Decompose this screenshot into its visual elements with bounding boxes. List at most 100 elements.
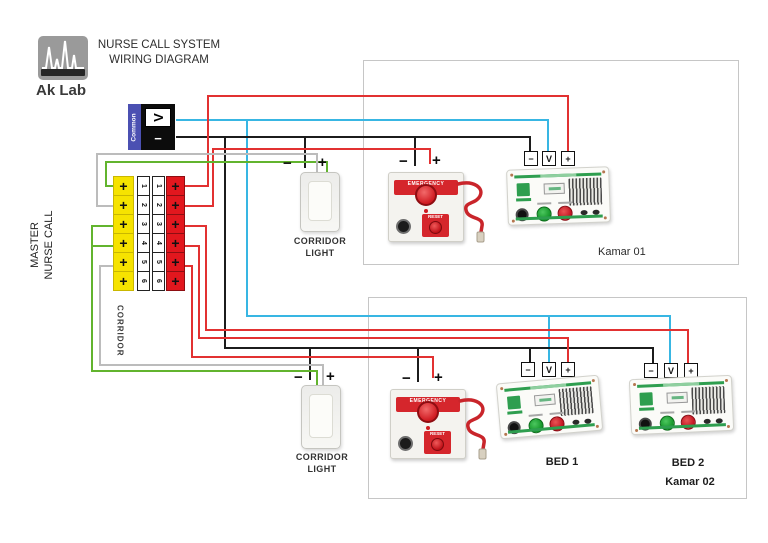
- terminal-cell-plus: +: [113, 176, 134, 196]
- aklab-logo-text: [639, 407, 655, 411]
- wire-red: [198, 337, 569, 339]
- minus-glyph: −: [154, 130, 162, 146]
- emergency-button: [415, 184, 437, 206]
- plus-sign: +: [326, 368, 335, 385]
- wire-gray: [96, 205, 114, 207]
- terminal-cell-plus: +: [166, 233, 185, 253]
- master-label-line2: NURSE CALL: [42, 210, 55, 280]
- wire-blue: [548, 315, 550, 363]
- wire-black: [414, 136, 416, 166]
- wire-red: [205, 329, 689, 331]
- terminal-number: 2: [152, 195, 165, 215]
- panel-model-text: [548, 186, 561, 191]
- aklab-logo: [38, 36, 88, 85]
- indicator-led: [424, 209, 428, 213]
- terminal-number: 4: [152, 233, 165, 253]
- terminal-cell-plus: +: [166, 252, 185, 272]
- wire-gray: [316, 153, 318, 173]
- wire-gray: [99, 265, 114, 267]
- wire-red: [207, 95, 569, 97]
- wire-blue: [246, 315, 671, 317]
- nurse-call-panel-bed1: [495, 374, 604, 440]
- light-lens: [308, 181, 332, 221]
- wire-green: [105, 185, 115, 187]
- panel-title-text: [539, 173, 576, 178]
- wire-gray: [322, 364, 324, 386]
- panel-title-text: [662, 382, 699, 387]
- terminal-column-numbers-left: 1 2 3 4 5 6: [137, 176, 150, 291]
- bed2-label: BED 2: [671, 457, 705, 469]
- corridor-light-2-label: CORRIDOR LIGHT: [287, 452, 357, 475]
- panel-bottom-stripe: [515, 214, 603, 221]
- minus-sign: −: [283, 155, 292, 172]
- panel-screws: [500, 386, 504, 391]
- spectrum-peaks-icon: [38, 36, 88, 80]
- terminal-number: 5: [137, 252, 150, 272]
- terminal-v-box: V: [542, 362, 556, 377]
- nurse-call-panel-bed2: [628, 374, 735, 436]
- wire-red: [567, 337, 569, 364]
- emergency-button-unit-2: EMERGENCY RESET: [390, 389, 466, 459]
- wire-green: [326, 161, 328, 173]
- plus-sign: +: [434, 369, 443, 386]
- logo-text: Ak Lab: [36, 82, 87, 99]
- plus-sign: +: [318, 154, 327, 171]
- minus-sign: −: [294, 369, 303, 386]
- light-lens: [309, 394, 333, 438]
- common-terminal-block: Common V −: [128, 104, 175, 150]
- wire-green: [91, 225, 114, 227]
- terminal-minus-box: −: [524, 151, 538, 166]
- wire-gray: [96, 153, 98, 207]
- label-line1: CORRIDOR: [295, 452, 349, 462]
- wire-black: [304, 136, 306, 168]
- reset-button: [429, 221, 442, 234]
- panel-bottom-stripe: [638, 423, 726, 430]
- wire-gray: [99, 265, 101, 366]
- wire-red: [432, 356, 434, 378]
- wire-red: [429, 148, 431, 164]
- wire-black: [529, 136, 531, 152]
- reset-label: RESET: [427, 214, 443, 219]
- wire-black: [417, 347, 419, 382]
- wire-green: [91, 225, 93, 372]
- wire-red: [184, 205, 214, 207]
- wire-red: [212, 148, 431, 150]
- terminal-number: 3: [152, 214, 165, 234]
- wire-red: [207, 95, 209, 187]
- terminal-cell-plus: +: [113, 233, 134, 253]
- wire-green: [105, 161, 328, 163]
- wire-black: [529, 347, 531, 363]
- indicator-led: [426, 426, 430, 430]
- wire-red: [191, 265, 193, 358]
- wire-red: [212, 148, 214, 207]
- terminal-minus-box: −: [521, 362, 535, 377]
- wire-red: [191, 356, 434, 358]
- v-glyph: V: [150, 113, 166, 122]
- terminal-column-red: + + + + + +: [166, 176, 185, 291]
- terminal-cell-plus: +: [113, 252, 134, 272]
- reset-button: [431, 438, 444, 451]
- panel-model-text: [671, 395, 684, 400]
- cord-jack: [396, 219, 411, 234]
- terminal-v-box: V: [542, 151, 556, 166]
- terminal-number: 1: [152, 176, 165, 196]
- wire-green: [91, 245, 114, 247]
- wire-black: [224, 136, 226, 349]
- terminal-cell-plus: +: [113, 195, 134, 215]
- minus-sign: −: [399, 153, 408, 170]
- wire-black: [652, 347, 654, 364]
- master-label-line1: MASTER: [29, 222, 41, 268]
- title-line1: NURSE CALL SYSTEM: [97, 39, 221, 51]
- wire-red: [184, 265, 193, 267]
- aklab-logo-icon: [639, 392, 653, 406]
- panel-model-text: [538, 397, 551, 402]
- title-line2: WIRING DIAGRAM: [109, 53, 209, 66]
- label-line1: CORRIDOR: [293, 236, 347, 246]
- room-label-kamar01: Kamar 01: [598, 246, 646, 258]
- wire-black: [176, 136, 531, 138]
- terminal-column-yellow: + + + + + +: [113, 176, 134, 291]
- master-nurse-call-label: MASTER NURSE CALL: [29, 190, 55, 300]
- terminal-number: 1: [137, 176, 150, 196]
- button-label: [660, 411, 675, 414]
